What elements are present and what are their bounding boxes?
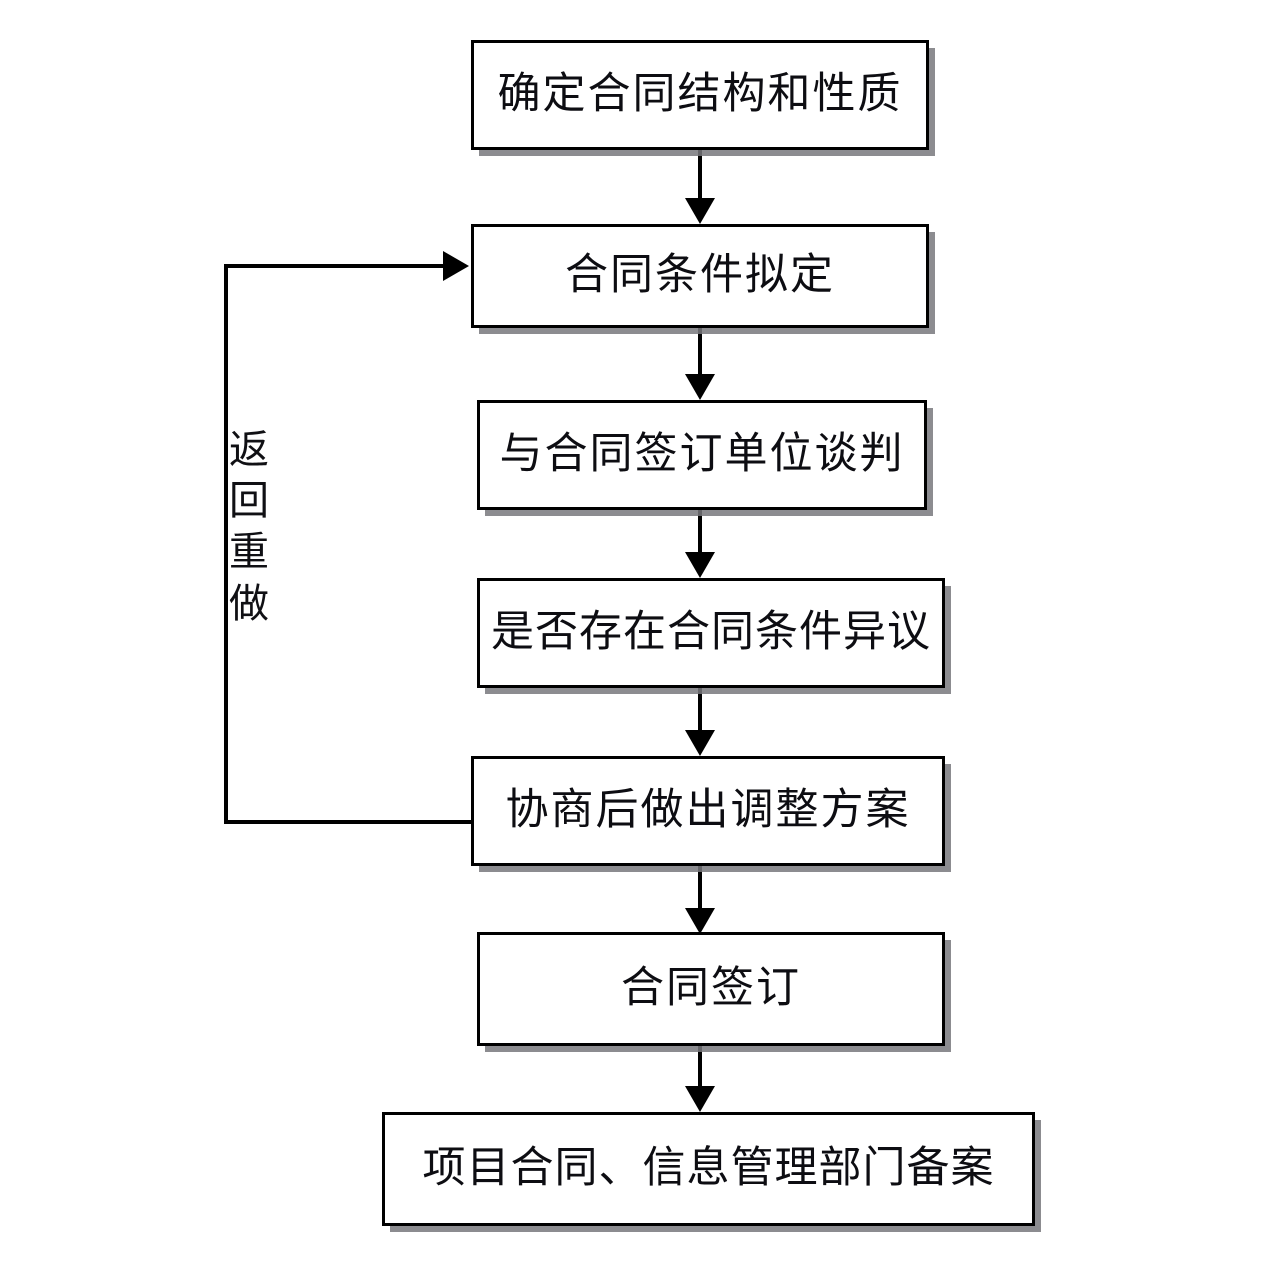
connector-n4-n5-line <box>698 686 702 742</box>
process-node-draft-contract-terms[interactable]: 合同条件拟定 <box>471 224 929 328</box>
connector-n5-n6-line <box>698 864 702 920</box>
connector-n2-n3-arrowhead <box>685 374 715 400</box>
process-node-label: 是否存在合同条件异议 <box>491 609 931 657</box>
decision-node-contract-terms-objection[interactable]: 是否存在合同条件异议 <box>477 578 945 688</box>
process-node-label: 确定合同结构和性质 <box>497 71 903 119</box>
connector-n3-n4-arrowhead <box>685 552 715 578</box>
connector-n6-n7-line <box>698 1044 702 1098</box>
connector-n3-n4-line <box>698 508 702 564</box>
process-node-sign-contract[interactable]: 合同签订 <box>477 932 945 1046</box>
process-node-label: 与合同签订单位谈判 <box>499 431 905 479</box>
process-node-determine-contract-structure[interactable]: 确定合同结构和性质 <box>471 40 929 150</box>
connector-n2-n3-line <box>698 326 702 382</box>
connector-n4-n5-arrowhead <box>685 730 715 756</box>
feedback-segment-left <box>224 264 228 824</box>
connector-n1-n2-arrowhead <box>685 198 715 224</box>
process-node-file-with-contract-info-department[interactable]: 项目合同、信息管理部门备案 <box>382 1112 1035 1226</box>
process-node-label: 合同条件拟定 <box>565 252 835 300</box>
connector-n1-n2-line <box>698 148 702 204</box>
process-node-negotiate-with-signing-party[interactable]: 与合同签订单位谈判 <box>477 400 927 510</box>
process-node-label: 合同签订 <box>621 965 801 1013</box>
process-node-label: 协商后做出调整方案 <box>505 787 911 835</box>
feedback-segment-bottom <box>224 820 474 824</box>
feedback-loop-label: 返回重做 <box>229 427 269 626</box>
process-node-label: 项目合同、信息管理部门备案 <box>422 1145 995 1193</box>
connector-n6-n7-arrowhead <box>685 1086 715 1112</box>
connector-n5-n6-arrowhead <box>685 908 715 934</box>
feedback-segment-top <box>224 264 446 268</box>
feedback-arrowhead <box>443 251 469 281</box>
process-node-adjustment-plan-after-negotiation[interactable]: 协商后做出调整方案 <box>471 756 945 866</box>
